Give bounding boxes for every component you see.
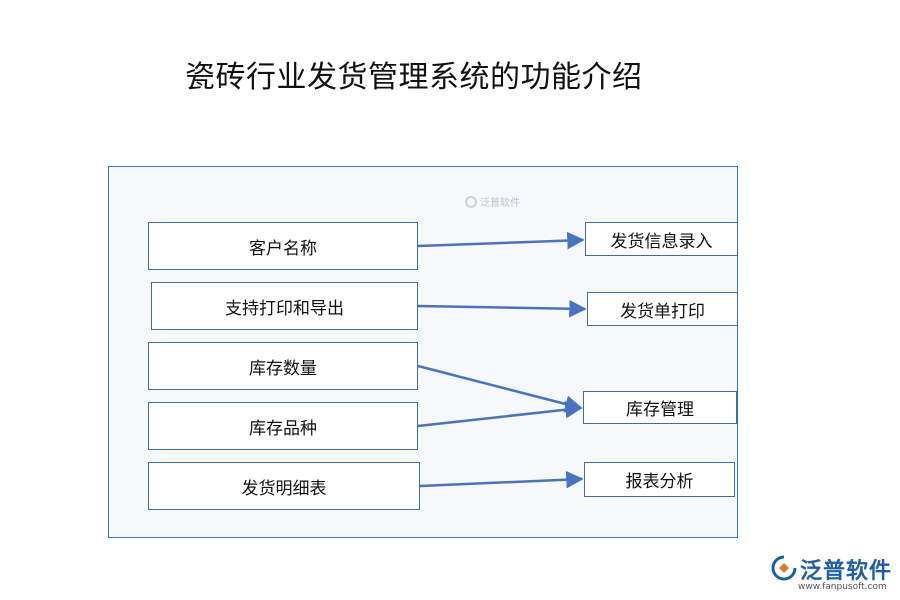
module-box-shipping-entry: 发货信息录入	[585, 222, 738, 256]
feature-box-stock-quantity: 库存数量	[148, 342, 418, 390]
brand-logo: 泛普软件 www.fanpusoft.com	[770, 552, 895, 592]
fanpu-logo-icon	[771, 555, 797, 581]
watermark-logo-icon	[465, 195, 477, 208]
feature-box-print-export: 支持打印和导出	[151, 282, 418, 330]
arrow-link	[419, 470, 584, 489]
arrow-link	[417, 299, 587, 318]
brand-name: 泛普软件	[800, 559, 893, 584]
feature-box-stock-variety: 库存品种	[148, 402, 418, 450]
arrow-link	[417, 401, 583, 428]
feature-box-shipping-detail: 发货明细表	[148, 462, 420, 510]
watermark: 泛普软件	[465, 194, 520, 209]
brand-url: www.fanpusoft.com	[798, 582, 887, 592]
diagram-title: 瓷砖行业发货管理系统的功能介绍	[185, 60, 643, 95]
arrow-link	[417, 364, 583, 413]
feature-box-customer-name: 客户名称	[148, 222, 418, 270]
module-box-inventory: 库存管理	[583, 391, 737, 424]
watermark-text: 泛普软件	[480, 198, 520, 209]
module-box-reports: 报表分析	[584, 462, 735, 497]
arrow-link	[417, 231, 585, 250]
module-box-shipping-print: 发货单打印	[587, 292, 738, 326]
